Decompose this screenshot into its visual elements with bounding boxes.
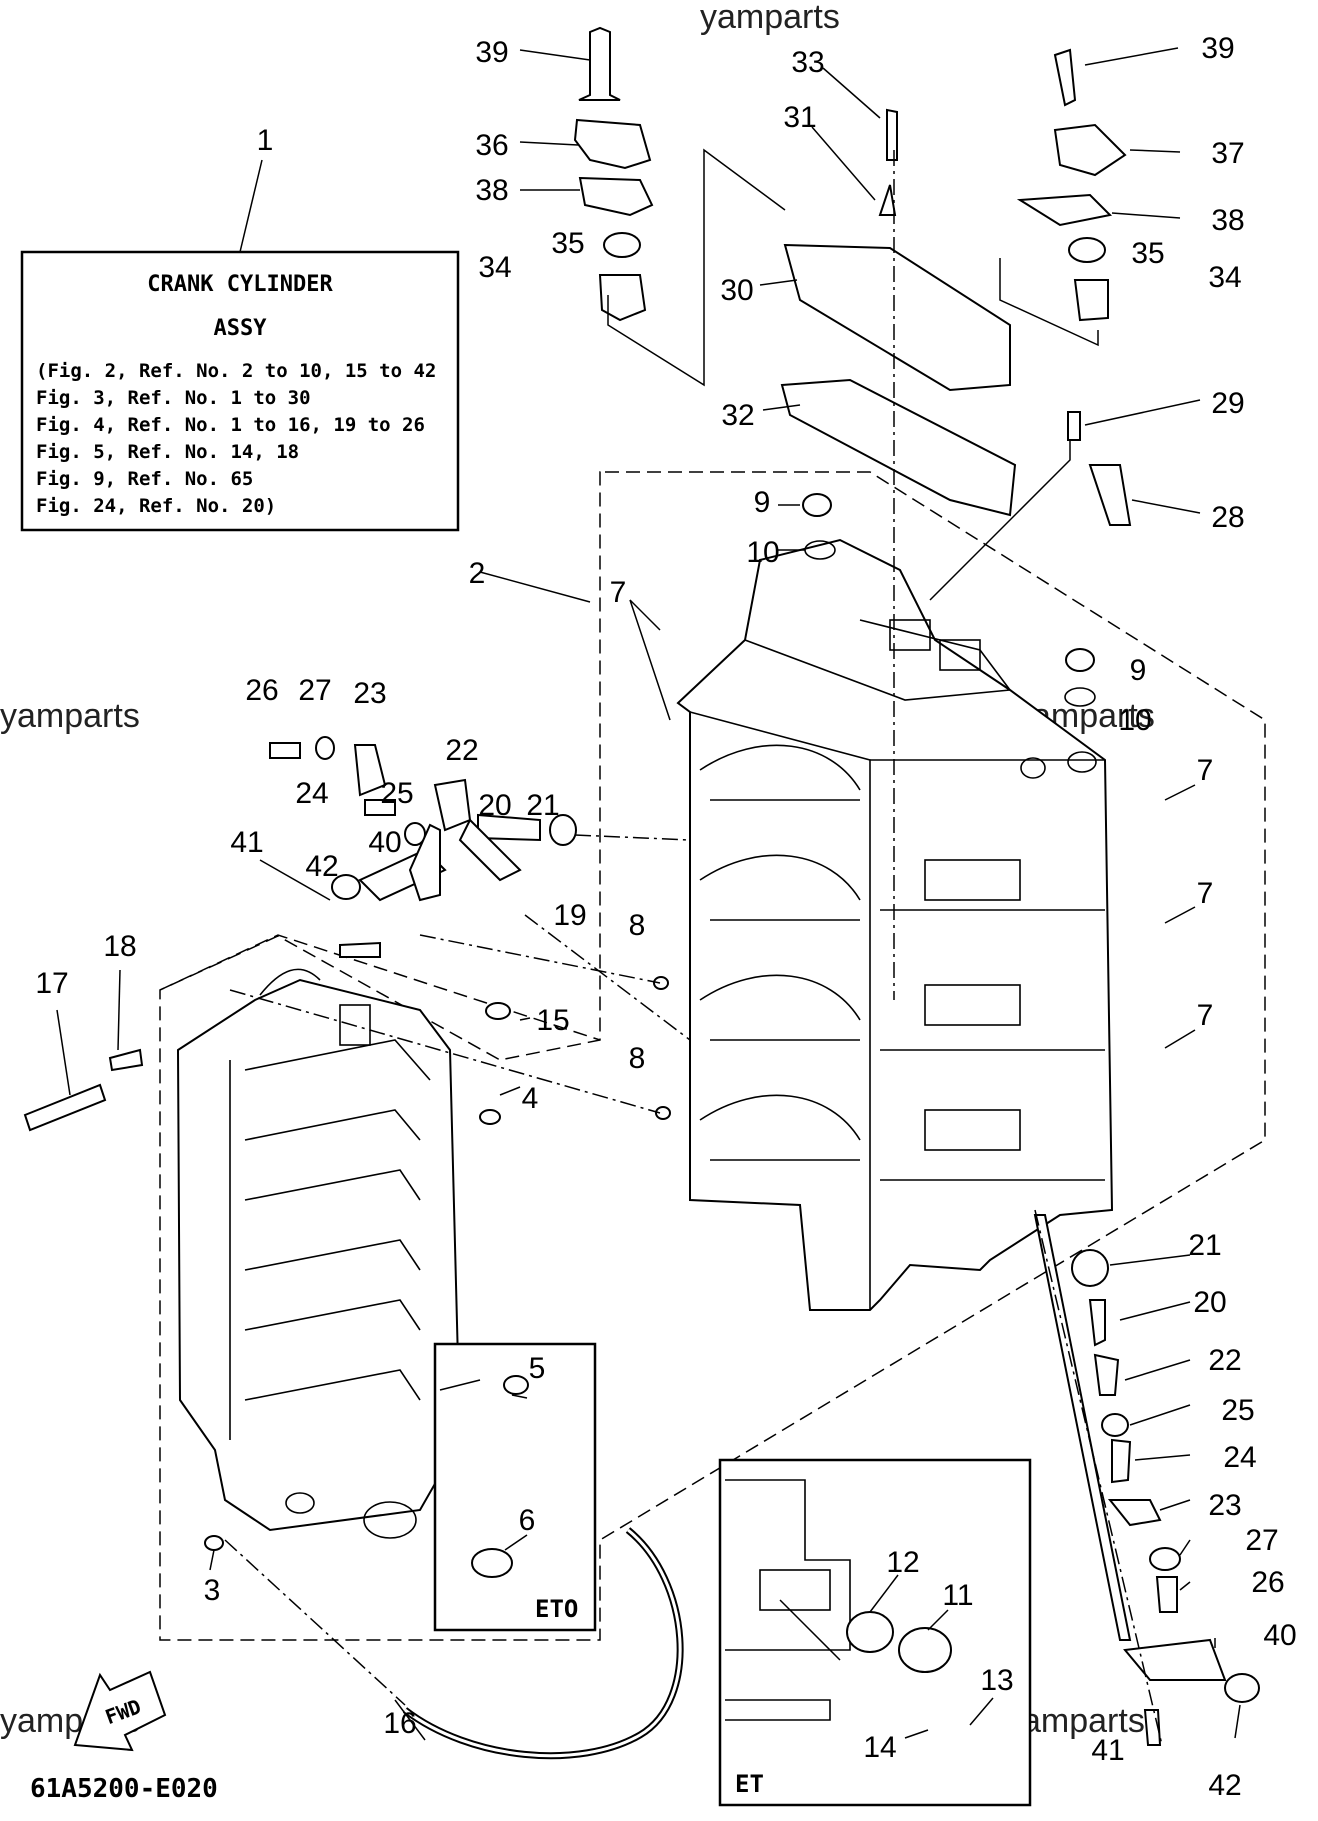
callout-1: 1 <box>257 124 274 157</box>
callout-21: 21 <box>526 789 559 822</box>
assy-title-line2: ASSY <box>214 316 268 341</box>
fwd-arrow: FWD <box>73 1670 167 1752</box>
callout-32: 32 <box>721 399 754 432</box>
callout-35: 35 <box>1131 237 1164 270</box>
callout-18: 18 <box>103 930 136 963</box>
callout-42: 42 <box>305 850 338 883</box>
callout-29: 29 <box>1211 387 1244 420</box>
callout-24: 24 <box>1223 1441 1256 1474</box>
et-inset: ET <box>718 1458 1032 1807</box>
eto-inset-label: ETO <box>535 1595 578 1623</box>
callout-23: 23 <box>1208 1489 1241 1522</box>
callout-20: 20 <box>1193 1286 1226 1319</box>
left-small-parts <box>23 736 671 1578</box>
callout-27: 27 <box>1245 1524 1278 1557</box>
crankcase-dashed-outline <box>159 934 601 1041</box>
callout-25: 25 <box>380 777 413 810</box>
callout-24: 24 <box>295 777 328 810</box>
assy-ref-line: Fig. 3, Ref. No. 1 to 30 <box>36 387 311 409</box>
callout-numbers: 1 2 3 4 5 6 7 7 7 7 8 8 9 9 10 10 11 12 … <box>35 32 1296 1802</box>
callout-6: 6 <box>519 1504 536 1537</box>
callout-40: 40 <box>1263 1619 1296 1652</box>
top-parts <box>573 26 1132 707</box>
callout-8: 8 <box>629 909 646 942</box>
callout-26: 26 <box>245 674 278 707</box>
callout-22: 22 <box>1208 1344 1241 1377</box>
watermark-left: yamparts <box>0 697 140 735</box>
callout-20: 20 <box>478 789 511 822</box>
callout-7: 7 <box>1197 877 1214 910</box>
callout-23: 23 <box>353 677 386 710</box>
assy-reference-box: CRANK CYLINDER ASSY (Fig. 2, Ref. No. 2 … <box>20 159 460 532</box>
callout-21: 21 <box>1188 1229 1221 1262</box>
callout-35: 35 <box>551 227 584 260</box>
callout-9: 9 <box>1130 654 1147 687</box>
callout-7: 7 <box>1197 999 1214 1032</box>
callout-3: 3 <box>204 1574 221 1607</box>
figure-code: 61A5200-E020 <box>30 1774 218 1804</box>
callout-5: 5 <box>529 1352 546 1385</box>
cylinder-block <box>676 538 1114 1311</box>
callout-22: 22 <box>445 734 478 767</box>
callout-30: 30 <box>720 274 753 307</box>
callout-4: 4 <box>522 1082 539 1115</box>
callout-36: 36 <box>475 129 508 162</box>
callout-8: 8 <box>629 1042 646 1075</box>
callout-39: 39 <box>475 36 508 69</box>
assy-ref-line: Fig. 4, Ref. No. 1 to 16, 19 to 26 <box>36 414 425 436</box>
callout-13: 13 <box>980 1664 1013 1697</box>
leader-lines <box>224 148 1163 1746</box>
callout-34: 34 <box>478 251 511 284</box>
right-small-parts <box>1033 1214 1260 1746</box>
callout-16: 16 <box>383 1707 416 1740</box>
callout-26: 26 <box>1251 1566 1284 1599</box>
callout-10: 10 <box>746 536 779 569</box>
callout-10: 10 <box>1118 704 1151 737</box>
callout-12: 12 <box>886 1546 919 1579</box>
et-inset-label: ET <box>735 1770 764 1798</box>
callout-7: 7 <box>610 576 627 609</box>
callout-15: 15 <box>536 1004 569 1037</box>
callout-38: 38 <box>1211 204 1244 237</box>
assy-ref-line: Fig. 9, Ref. No. 65 <box>36 468 253 490</box>
assy-ref-line: (Fig. 2, Ref. No. 2 to 10, 15 to 42 <box>36 360 436 382</box>
callout-17: 17 <box>35 967 68 1000</box>
callout-2: 2 <box>469 557 486 590</box>
assy-title-line1: CRANK CYLINDER <box>147 272 333 297</box>
callout-11: 11 <box>942 1579 973 1612</box>
callout-25: 25 <box>1221 1394 1254 1427</box>
callout-42: 42 <box>1208 1769 1241 1802</box>
crankcase <box>176 968 462 1539</box>
callout-33: 33 <box>791 46 824 79</box>
assy-ref-line: Fig. 5, Ref. No. 14, 18 <box>36 441 299 463</box>
callout-leaders <box>56 47 1241 1741</box>
watermark-top: yamparts <box>700 0 840 36</box>
callout-41: 41 <box>1091 1734 1124 1767</box>
callout-37: 37 <box>1211 137 1244 170</box>
assy-ref-line: Fig. 24, Ref. No. 20) <box>36 495 276 517</box>
callout-28: 28 <box>1211 501 1244 534</box>
callout-41: 41 <box>230 826 263 859</box>
callout-39: 39 <box>1201 32 1234 65</box>
callout-38: 38 <box>475 174 508 207</box>
callout-7: 7 <box>1197 754 1214 787</box>
callout-40: 40 <box>368 826 401 859</box>
callout-14: 14 <box>863 1731 896 1764</box>
callout-34: 34 <box>1208 261 1241 294</box>
callout-9: 9 <box>754 486 771 519</box>
callout-19: 19 <box>553 899 586 932</box>
callout-31: 31 <box>783 101 816 134</box>
callout-27: 27 <box>298 674 331 707</box>
